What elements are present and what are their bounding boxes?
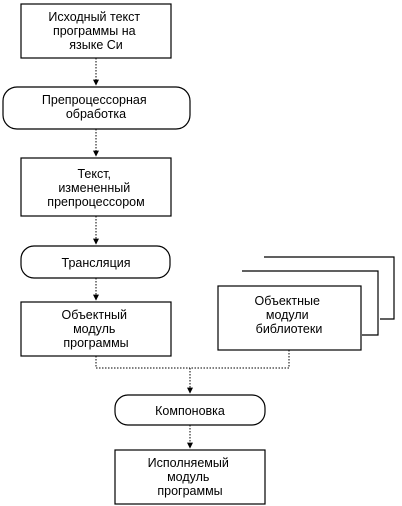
node-modified-line-3: препроцессором [47,195,144,209]
node-source-line-2: программы на [53,24,136,38]
node-preprocessing: Препроцессорная обработка [2,86,191,130]
node-executable: Исполняемый модуль программы [114,449,266,505]
node-source-line-1: Исходный текст [48,10,140,24]
svg-text:Исходный текст программы: Исходный текст программы на языке Си [48,10,143,52]
node-object-module: Объектный модуль программы [20,301,172,357]
library-sheet-front [217,285,362,351]
node-linking: Компоновка [114,394,266,426]
connector-object-merge [95,356,190,369]
node-modified-line-2: измененный [58,181,130,195]
svg-text:Компоновка: Компоновка [155,404,225,418]
node-linking-line-1: Компоновка [155,404,225,418]
node-preprocessing-line-2: обработка [66,107,126,121]
node-preprocessing-line-1: Препроцессорная [42,93,147,107]
node-library-modules: Объектные модули библиотеки [217,256,395,351]
node-executable-line-3: программы [157,484,222,498]
svg-text:Препроцессорная обработк: Препроцессорная обработка [42,93,150,121]
svg-text:Объектные модули б: Объектные модули библиотеки [255,294,324,336]
svg-text:Объектный модуль п: Объектный модуль программы [62,308,131,350]
node-modified-text: Текст, измененный препроцессором [20,157,172,217]
node-library-line-2: модули [266,308,309,322]
node-object-module-line-2: модуль [73,322,115,336]
node-library-line-1: Объектные [255,294,320,308]
connector-library-merge [190,350,290,369]
node-library-line-3: библиотеки [256,322,323,336]
node-object-module-line-3: программы [63,336,128,350]
node-executable-line-1: Исполняемый [148,456,229,470]
svg-text:Исполняемый модуль: Исполняемый модуль программы [148,456,233,498]
svg-text:Трансляция: Трансляция [62,256,131,270]
node-translation-line-1: Трансляция [62,256,131,270]
node-source-line-3: языке Си [69,38,123,52]
node-object-module-line-1: Объектный [62,308,127,322]
node-translation: Трансляция [20,245,171,279]
node-source-text: Исходный текст программы на языке Си [20,3,172,59]
svg-text:Текст, измененный: Текст, измененный препроцессором [47,167,144,209]
node-modified-line-1: Текст, [77,167,111,181]
node-executable-line-2: модуль [167,470,209,484]
